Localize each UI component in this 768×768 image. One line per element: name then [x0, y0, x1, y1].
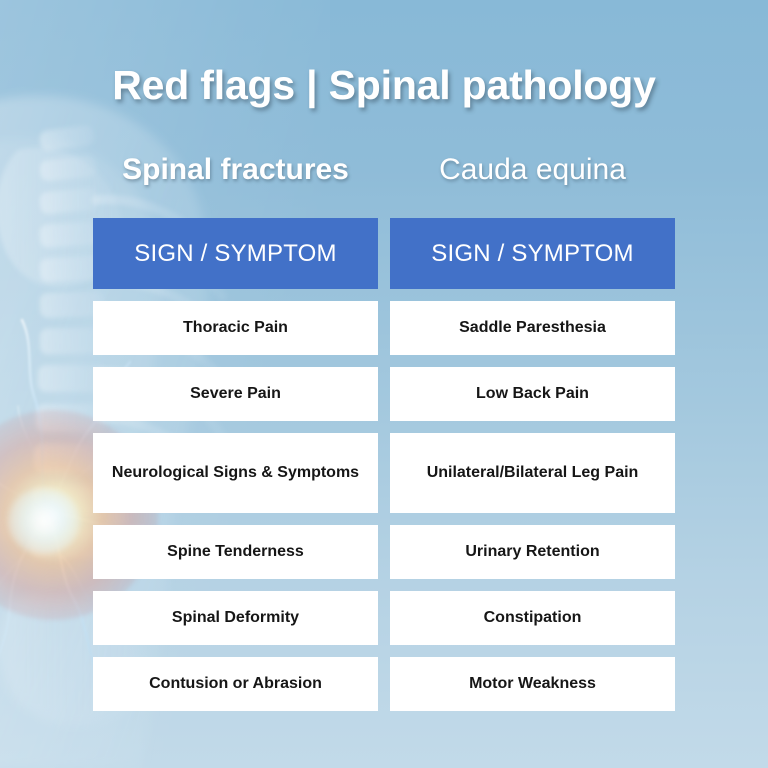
pain-flare-core: [8, 488, 80, 554]
comparison-tables: SIGN / SYMPTOM Thoracic Pain Severe Pain…: [93, 218, 675, 711]
heading-spinal-fractures: Spinal fractures: [122, 153, 349, 186]
column-headings: Spinal fractures Cauda equina: [93, 153, 675, 187]
table-row: Saddle Paresthesia: [390, 301, 675, 355]
page-title: Red flags | Spinal pathology: [112, 62, 656, 108]
table-spinal-fractures: SIGN / SYMPTOM Thoracic Pain Severe Pain…: [93, 218, 378, 711]
table-header-cauda-equina: SIGN / SYMPTOM: [390, 218, 675, 289]
table-row: Low Back Pain: [390, 367, 675, 421]
table-row: Motor Weakness: [390, 657, 675, 711]
table-row: Severe Pain: [93, 367, 378, 421]
heading-cauda-equina: Cauda equina: [439, 153, 626, 186]
table-header-spinal-fractures: SIGN / SYMPTOM: [93, 218, 378, 289]
table-row: Contusion or Abrasion: [93, 657, 378, 711]
table-row: Spinal Deformity: [93, 591, 378, 645]
table-cauda-equina: SIGN / SYMPTOM Saddle Paresthesia Low Ba…: [390, 218, 675, 711]
table-row: Neurological Signs & Symptoms: [93, 433, 378, 513]
table-row: Unilateral/Bilateral Leg Pain: [390, 433, 675, 513]
table-row: Thoracic Pain: [93, 301, 378, 355]
table-row: Constipation: [390, 591, 675, 645]
table-row: Urinary Retention: [390, 525, 675, 579]
table-row: Spine Tenderness: [93, 525, 378, 579]
